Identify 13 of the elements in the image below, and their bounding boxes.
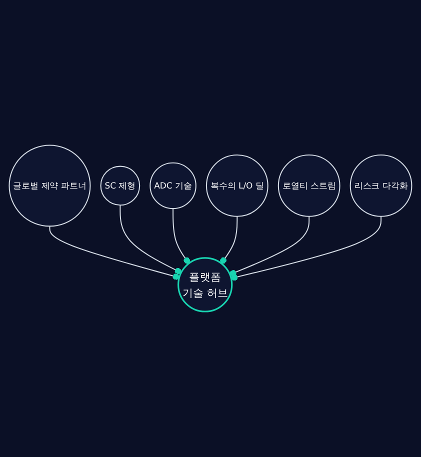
node-circle: 글로벌 제약 파트너	[8, 144, 91, 227]
connector	[220, 216, 238, 264]
node-circle: 복수의 L/O 딜	[206, 154, 268, 218]
connector	[231, 216, 382, 281]
connector	[120, 205, 182, 274]
node-circle: 로열티 스트림	[278, 154, 340, 218]
node-circle: 플랫폼 기술 허브	[178, 257, 233, 312]
connector	[230, 216, 310, 277]
node-circle: ADC 기술	[150, 162, 196, 210]
connector	[49, 226, 180, 280]
node-circle: 리스크 다각화	[350, 154, 412, 218]
node-circle: SC 제형	[100, 166, 140, 206]
connector	[172, 208, 190, 264]
